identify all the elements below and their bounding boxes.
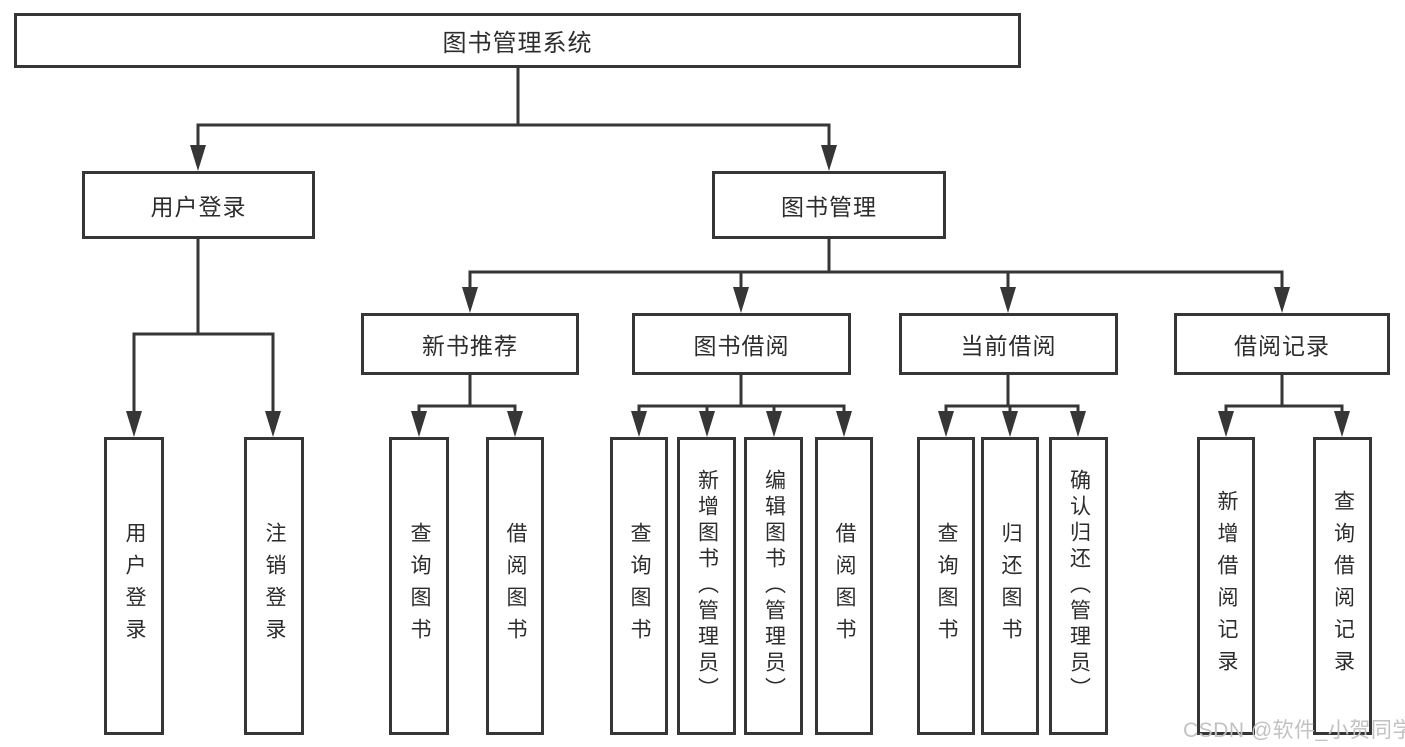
arrowhead-icon (411, 411, 427, 437)
leaf-query-books-1: 查询图书 (389, 437, 449, 735)
csdn-watermark: CSDN @软件_小贺同学 (1183, 719, 1405, 742)
node-book-borrowing-label: 图书借阅 (693, 333, 790, 359)
leaf-return-books-label: 归还图书 (999, 522, 1022, 650)
leaf-logout-label: 注销登录 (263, 522, 286, 650)
arrowhead-icon (1070, 411, 1086, 437)
arrowhead-icon (126, 411, 142, 437)
leaf-query-borrow-record: 查询借阅记录 (1313, 437, 1372, 735)
node-book-borrowing: 图书借阅 (632, 313, 851, 375)
arrowhead-icon (190, 145, 206, 171)
leaf-add-book-admin-label: 新增图书（管理员） (695, 469, 719, 703)
leaf-confirm-return-admin: 确认归还（管理员） (1049, 437, 1108, 735)
leaf-query-books-1-label: 查询图书 (408, 522, 431, 650)
leaf-add-borrow-record-label: 新增借阅记录 (1215, 490, 1238, 682)
node-current-borrowing-label: 当前借阅 (960, 333, 1057, 359)
arrowhead-icon (938, 411, 954, 437)
arrowhead-icon (1274, 287, 1290, 313)
node-borrowing-records-label: 借阅记录 (1234, 333, 1330, 359)
arrowhead-icon (1218, 411, 1234, 437)
node-book-management-label: 图书管理 (781, 194, 877, 220)
arrowhead-icon (1002, 411, 1018, 437)
node-user-login-label: 用户登录 (150, 194, 247, 220)
leaf-edit-book-admin: 编辑图书（管理员） (744, 437, 803, 735)
node-new-book-recommend-label: 新书推荐 (422, 333, 518, 359)
arrowhead-icon (733, 287, 749, 313)
leaf-user-login-label: 用户登录 (123, 522, 146, 650)
leaf-query-borrow-record-label: 查询借阅记录 (1331, 490, 1355, 682)
node-root: 图书管理系统 (14, 13, 1021, 68)
leaf-borrow-books-1: 借阅图书 (486, 437, 544, 735)
leaf-confirm-return-admin-label: 确认归还（管理员） (1067, 469, 1091, 703)
leaf-borrow-books-2: 借阅图书 (815, 437, 873, 735)
arrowhead-icon (631, 411, 647, 437)
arrowhead-icon (507, 411, 523, 437)
node-current-borrowing: 当前借阅 (899, 313, 1118, 375)
leaf-query-books-2: 查询图书 (610, 437, 668, 735)
node-new-book-recommend: 新书推荐 (361, 313, 579, 375)
leaf-borrow-books-1-label: 借阅图书 (504, 522, 527, 650)
node-user-login: 用户登录 (82, 171, 315, 239)
arrowhead-icon (1000, 287, 1016, 313)
leaf-logout: 注销登录 (244, 437, 304, 735)
leaf-add-borrow-record: 新增借阅记录 (1197, 437, 1255, 735)
leaf-query-books-2-label: 查询图书 (628, 522, 651, 650)
leaf-borrow-books-2-label: 借阅图书 (833, 522, 856, 650)
leaf-query-books-3-label: 查询图书 (935, 522, 958, 650)
node-book-management: 图书管理 (712, 171, 946, 239)
node-borrowing-records: 借阅记录 (1174, 313, 1390, 375)
leaf-user-login: 用户登录 (104, 437, 164, 735)
leaf-add-book-admin: 新增图书（管理员） (677, 437, 736, 735)
arrowhead-icon (1334, 411, 1350, 437)
arrowhead-icon (699, 411, 715, 437)
arrowhead-icon (836, 411, 852, 437)
arrowhead-icon (821, 145, 837, 171)
arrowhead-icon (462, 287, 478, 313)
leaf-return-books: 归还图书 (981, 437, 1039, 735)
leaf-query-books-3: 查询图书 (917, 437, 975, 735)
node-root-label: 图书管理系统 (442, 30, 593, 57)
leaf-edit-book-admin-label: 编辑图书（管理员） (762, 469, 786, 703)
arrowhead-icon (265, 411, 281, 437)
arrowhead-icon (766, 411, 782, 437)
